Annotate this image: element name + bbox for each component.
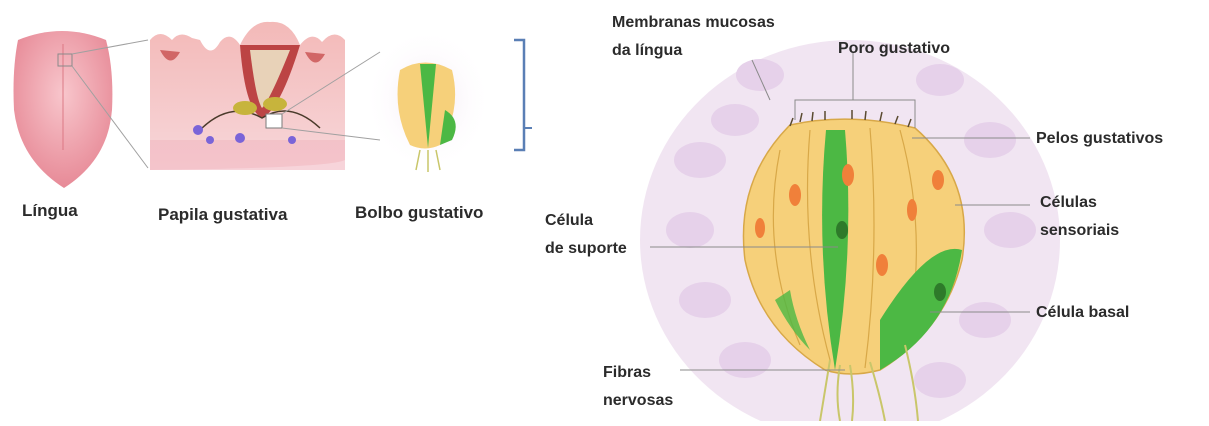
label-sensory-line1: Células — [1040, 192, 1097, 214]
label-basal: Célula basal — [1036, 302, 1129, 324]
label-support-line1: Célula — [545, 210, 593, 232]
label-hairs: Pelos gustativos — [1036, 128, 1163, 150]
label-tongue: Língua — [22, 200, 78, 222]
label-bulb: Bolbo gustativo — [355, 202, 483, 224]
bracket — [514, 40, 524, 150]
label-sensory-line2: sensoriais — [1040, 220, 1119, 242]
label-nerve-line2: nervosas — [603, 390, 673, 412]
label-nerve-line1: Fibras — [603, 362, 651, 384]
label-support-line2: de suporte — [545, 238, 627, 260]
label-pore: Poro gustativo — [838, 38, 950, 60]
large-taste-bud — [640, 40, 1060, 421]
label-papilla: Papila gustativa — [158, 204, 287, 226]
label-mucosa-line2: da língua — [612, 40, 682, 62]
papilla-illustration — [150, 22, 380, 170]
label-mucosa-line1: Membranas mucosas — [612, 12, 775, 34]
small-taste-bud — [370, 34, 486, 172]
tongue-illustration — [14, 31, 149, 188]
